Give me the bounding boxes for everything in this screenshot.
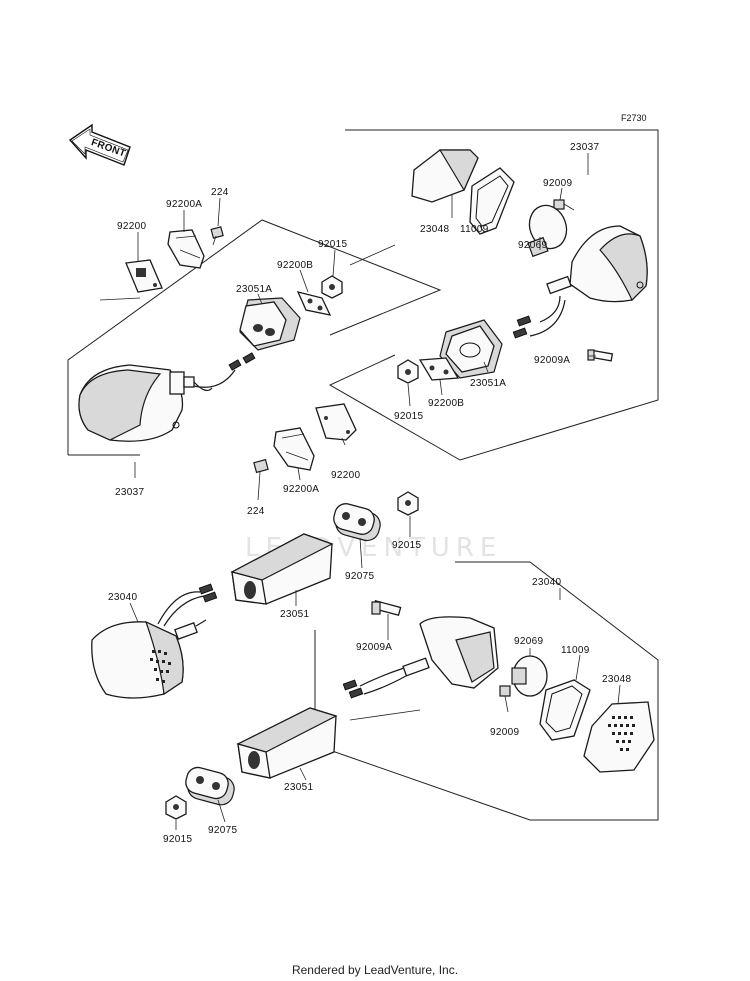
stay-23051-bot [236, 707, 338, 779]
label-92009A-top: 92009A [534, 355, 570, 366]
bracket-92200B-top [296, 291, 332, 316]
label-224-top: 224 [211, 187, 229, 198]
label-92015-left: 92015 [318, 239, 347, 250]
turn-signal-front-right [512, 225, 648, 339]
front-arrow-icon: FRONT [68, 123, 131, 166]
footer-credit: Rendered by LeadVenture, Inc. [292, 963, 458, 977]
grommet-23051A-top [239, 297, 301, 351]
label-92200A-top: 92200A [166, 199, 202, 210]
label-224-mid: 224 [247, 506, 265, 517]
label-92075-mid: 92075 [345, 571, 374, 582]
label-23040-left: 23040 [108, 592, 137, 603]
nut-92015-right [397, 359, 419, 384]
label-92015-bot: 92015 [163, 834, 192, 845]
grommet-23051A-right [439, 319, 503, 379]
bulb-92069-top [527, 204, 568, 258]
bracket-92200A-mid [273, 427, 315, 471]
turn-signal-front-left [78, 352, 256, 442]
label-92200B-left: 92200B [277, 260, 313, 271]
label-92075-bot: 92075 [208, 825, 237, 836]
label-92200B-mid: 92200B [428, 398, 464, 409]
grommet-92075-mid [333, 503, 381, 542]
label-23037-left: 23037 [115, 487, 144, 498]
label-92015-mid: 92015 [394, 411, 423, 422]
lens-23048-top [411, 149, 479, 203]
nut-92015-top [321, 275, 343, 299]
turn-signal-rear-right [342, 616, 499, 699]
front-left-frame [67, 219, 442, 456]
turn-signal-rear-left [91, 583, 218, 699]
label-11009-bot: 11009 [561, 645, 590, 656]
label-23051-bot: 23051 [284, 782, 313, 793]
label-92009-bot: 92009 [490, 727, 519, 738]
label-23051A-left: 23051A [236, 284, 272, 295]
screw-92009-bot [499, 685, 511, 713]
label-23051A-right: 23051A [470, 378, 506, 389]
label-92069-bot: 92069 [514, 636, 543, 647]
stay-23051-mid [230, 533, 334, 605]
bracket-92200-mid [315, 403, 357, 441]
gasket-11009-top [469, 167, 515, 235]
leader-lines [129, 153, 621, 830]
lens-23048-bot [583, 701, 655, 773]
bracket-92200B-right [418, 357, 460, 381]
label-92200-top: 92200 [117, 221, 146, 232]
label-23037-right: 23037 [570, 142, 599, 153]
label-23048-bot: 23048 [602, 674, 631, 685]
label-11009-top: 11009 [460, 224, 489, 235]
gasket-11009-bot [539, 679, 591, 741]
part-labels: 92200 92200A 224 92015 92200B 23051A 230… [108, 142, 631, 845]
front-right-frame [328, 129, 659, 461]
label-23048-top: 23048 [420, 224, 449, 235]
label-92009A-bot: 92009A [356, 642, 392, 653]
label-92069-top: 92069 [518, 240, 547, 251]
label-92200A-mid: 92200A [283, 484, 319, 495]
screw-224-mid [253, 458, 269, 501]
bracket-92200A-top [167, 229, 205, 269]
grommet-92075-bot [185, 766, 235, 806]
label-23051-mid: 23051 [280, 609, 309, 620]
rear-right-frame [314, 561, 659, 821]
label-92009-top: 92009 [543, 178, 572, 189]
label-92200-mid: 92200 [331, 470, 360, 481]
bulb-92069-bot [511, 655, 548, 697]
screw-224-top [210, 226, 224, 246]
label-92015-rear: 92015 [392, 540, 421, 551]
label-23040-right: 23040 [532, 577, 561, 588]
bracket-92200-top [125, 259, 163, 293]
screw-92009-top [553, 199, 575, 211]
screw-92009A-top [587, 349, 614, 362]
nut-92015-rear [397, 491, 419, 516]
nut-92015-bot [165, 795, 187, 820]
screw-92009A-bot [371, 599, 402, 617]
reference-code: F2730 [621, 113, 647, 123]
